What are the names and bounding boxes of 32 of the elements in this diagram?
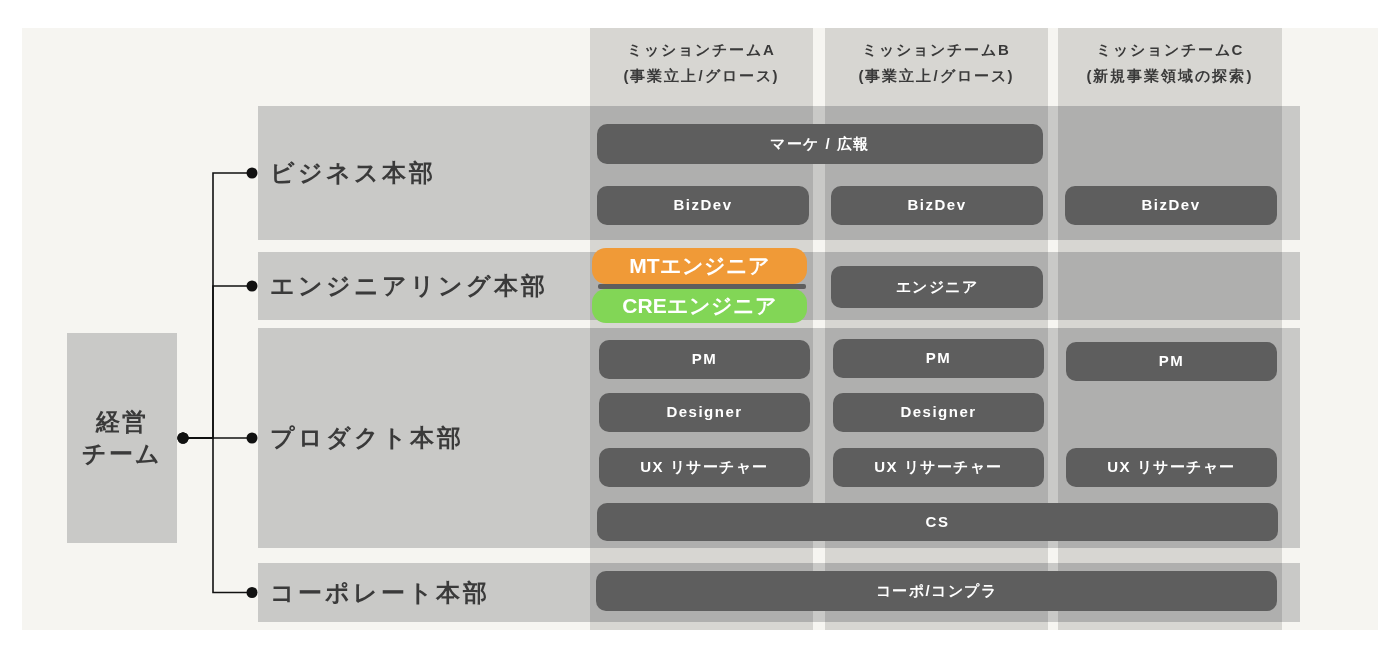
department-band [258,563,1300,622]
role-pill: PM [1066,342,1277,381]
role-pill: コーポ/コンプラ [596,571,1277,611]
role-pill: CREエンジニア [592,289,807,323]
role-pill: Designer [833,393,1044,432]
role-pill: マーケ / 広報 [597,124,1043,164]
role-pill: PM [833,339,1044,378]
department-label: コーポレート本部 [270,577,490,608]
role-pill: UX リサーチャー [599,448,810,487]
department-label: ビジネス本部 [270,158,436,188]
role-pill: Designer [599,393,810,432]
role-pill: エンジニア [831,266,1043,308]
org-box [67,333,177,543]
department-label: プロダクト本部 [270,423,464,453]
role-pill: BizDev [1065,186,1277,225]
role-pill: BizDev [831,186,1043,225]
role-pill: UX リサーチャー [1066,448,1277,487]
role-pill: MTエンジニア [592,248,807,284]
role-pill: CS [597,503,1278,541]
column-subheading: (新規事業領域の探索) [1086,66,1254,86]
box-label: 経営チーム [82,407,162,469]
role-pill: PM [599,340,810,379]
column-heading: ミッションチームB [862,40,1011,60]
column-subheading: (事業立上/グロース) [858,66,1015,86]
column-heading: ミッションチームC [1095,40,1245,60]
role-pill: BizDev [597,186,809,225]
department-label: エンジニアリング本部 [270,271,548,301]
connector-line [177,432,258,598]
thin-bar [598,284,806,289]
column-heading: ミッションチームA [627,40,776,60]
column-subheading: (事業立上/グロース) [623,66,780,86]
role-pill: UX リサーチャー [833,448,1044,487]
